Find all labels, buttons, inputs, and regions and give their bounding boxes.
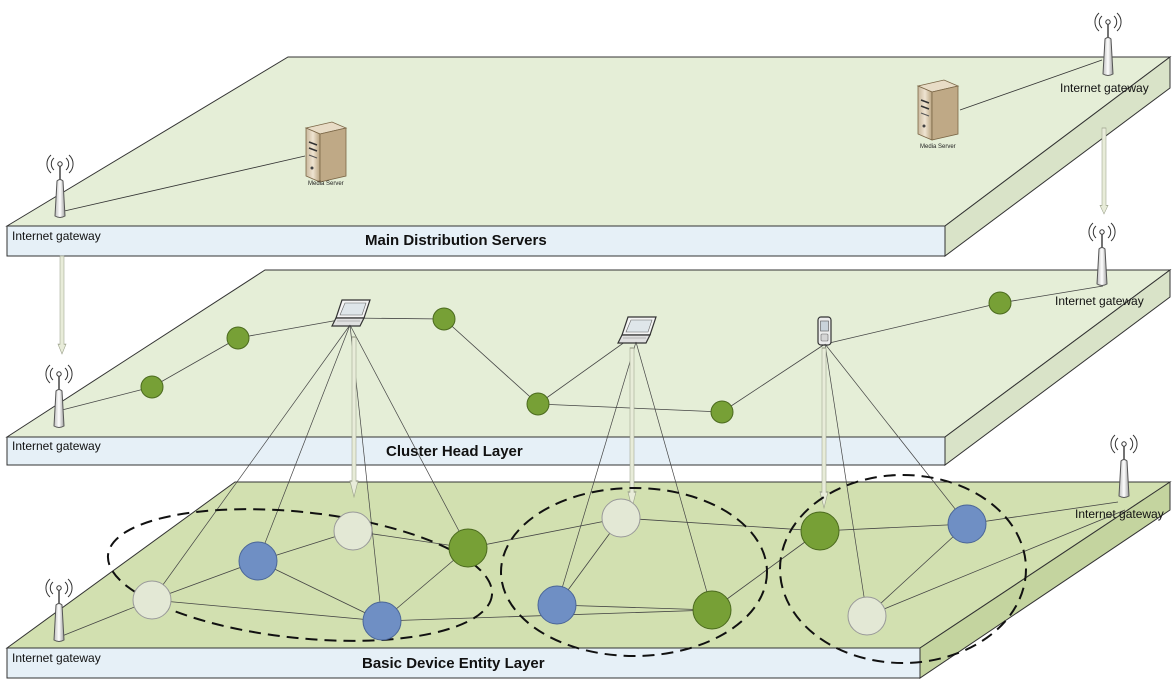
device-node [800,511,840,551]
device-node [692,590,732,630]
media-server-label: Media Server [920,144,956,150]
device-node [132,580,172,620]
layer-title-bottom: Basic Device Entity Layer [362,655,545,672]
gateway-label: Internet gateway [12,229,101,243]
gateway-label: Internet gateway [12,651,101,665]
device-node [947,504,987,544]
cluster-boundary [500,487,768,657]
cluster-boundary [779,474,1027,664]
link [59,155,306,213]
device-node [362,601,402,641]
down-arrow-icon [57,255,67,355]
gateway-label: Internet gateway [1055,294,1144,308]
basic-device-layer: Internet gateway Internet gateway Basic … [5,324,1172,679]
cluster-node [988,291,1012,315]
link [959,59,1103,111]
cluster-boundary [106,508,494,642]
middle-plate-front [6,436,946,466]
gateway-label: Internet gateway [1060,81,1149,95]
device-node [601,498,641,538]
cluster-head-layer: Internet gateway Internet gateway Cluste… [5,222,1172,466]
down-arrow-icon [1099,127,1109,215]
cluster-node [226,326,250,350]
bottom-plate-front [6,647,921,679]
layer-title-middle: Cluster Head Layer [386,443,523,460]
device-node [333,511,373,551]
cluster-node [140,375,164,399]
main-distribution-layer: Media Server Media Server Internet gatew… [5,12,1172,257]
top-plate-front [6,225,946,257]
cluster-node [526,392,550,416]
layer-title-top: Main Distribution Servers [365,232,547,249]
device-node [238,541,278,581]
gateway-label: Internet gateway [12,439,101,453]
cluster-node [710,400,734,424]
media-server-label: Media Server [308,181,344,187]
inter-layer-links [151,324,968,622]
gateway-label: Internet gateway [1075,507,1164,521]
device-node [847,596,887,636]
device-node [448,528,488,568]
phone-icon [817,316,832,346]
cluster-node [432,307,456,331]
server-icon [305,121,347,183]
server-icon [917,79,959,141]
device-node [537,585,577,625]
